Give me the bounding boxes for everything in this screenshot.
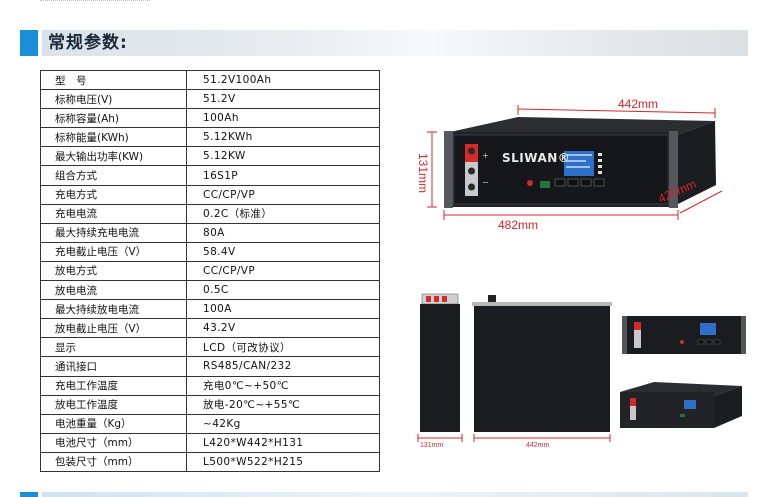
back-view-drawing <box>472 295 612 442</box>
spec-label: 标称电压(V) <box>40 89 187 110</box>
spec-label: 组合方式 <box>40 165 187 186</box>
spec-value: CC/CP/VP <box>186 184 380 205</box>
spec-value: 16S1P <box>186 165 380 186</box>
spec-value: 100Ah <box>186 108 380 129</box>
dim-back: 442mm <box>526 442 550 449</box>
spec-row: 电池尺寸（mm）L420*W442*H131 <box>40 432 380 453</box>
spec-label: 充电电流 <box>40 203 187 224</box>
spec-label: 放电方式 <box>40 260 187 282</box>
svg-text:+: + <box>482 151 489 160</box>
top-dotted-line <box>40 0 150 3</box>
battery-3d-view: + − SLIWAN® 442mm 131mm 482mm 420mm <box>410 95 740 235</box>
bottom-band <box>42 492 748 497</box>
spec-value: 80A <box>186 222 380 243</box>
spec-value: 51.2V <box>186 89 380 110</box>
spec-value: 51.2V100Ah <box>186 69 380 91</box>
spec-row: 包装尺寸（mm）L500*W522*H215 <box>40 451 380 472</box>
section-title: 常规参数: <box>48 33 128 53</box>
spec-value: L500*W522*H215 <box>186 451 380 472</box>
spec-value: 0.2C（标准） <box>186 203 380 224</box>
spec-label: 显示 <box>40 337 187 358</box>
spec-label: 标称能量(KWh) <box>40 127 187 148</box>
spec-label: 最大持续充电电流 <box>40 222 187 243</box>
spec-value: 58.4V <box>186 241 380 262</box>
side-view-drawing <box>417 293 463 442</box>
spec-value: LCD（可改协议） <box>186 337 380 358</box>
dim-width-top: 442mm <box>618 97 659 111</box>
3d-small-drawing <box>620 382 742 428</box>
spec-value: 5.12KWh <box>186 127 380 148</box>
spec-row: 充电截止电压（V）58.4V <box>40 241 380 262</box>
spec-label: 充电截止电压（V） <box>40 241 187 262</box>
spec-value: L420*W442*H131 <box>186 432 380 453</box>
dim-width-front: 482mm <box>498 218 539 232</box>
section-header: 常规参数: <box>20 30 748 56</box>
svg-text:−: − <box>482 178 489 187</box>
spec-row: 最大输出功率(KW)5.12KW <box>40 146 380 167</box>
spec-value: 0.5C <box>186 280 380 301</box>
spec-row: 标称电压(V)51.2V <box>40 89 380 110</box>
spec-row: 电池重量（Kg）~42Kg <box>40 413 380 434</box>
dim-height: 131mm <box>416 153 430 194</box>
spec-label: 包装尺寸（mm） <box>40 451 187 472</box>
section-marker <box>20 30 38 56</box>
spec-value: 放电-20℃~+55℃ <box>186 394 380 415</box>
spec-label: 放电电流 <box>40 280 187 301</box>
spec-label: 电池尺寸（mm） <box>40 432 187 453</box>
brand-logo: SLIWAN® <box>502 151 571 165</box>
spec-value: 100A <box>186 299 380 320</box>
spec-label: 最大输出功率(KW) <box>40 146 187 167</box>
spec-value: 充电0℃~+50℃ <box>186 375 380 396</box>
spec-row: 放电截止电压（V）43.2V <box>40 318 380 339</box>
spec-row: 放电工作温度放电-20℃~+55℃ <box>40 394 380 415</box>
spec-value: ~42Kg <box>186 413 380 434</box>
battery-3d-drawing: + − <box>427 105 723 220</box>
spec-value: 43.2V <box>186 318 380 339</box>
spec-row: 标称能量(KWh)5.12KWh <box>40 127 380 148</box>
spec-label: 电池重量（Kg） <box>40 413 187 434</box>
battery-3d-small <box>614 378 746 434</box>
battery-side-view: 131mm <box>416 292 466 452</box>
spec-row: 标称容量(Ah)100Ah <box>40 108 380 129</box>
spec-value: CC/CP/VP <box>186 260 380 282</box>
battery-front-small <box>622 316 746 354</box>
spec-row: 充电工作温度充电0℃~+50℃ <box>40 375 380 396</box>
spec-label: 充电方式 <box>40 184 187 205</box>
dim-side: 131mm <box>420 442 444 449</box>
bottom-marker <box>20 492 38 497</box>
spec-label: 放电截止电压（V） <box>40 318 187 339</box>
spec-label: 标称容量(Ah) <box>40 108 187 129</box>
spec-value: 5.12KW <box>186 146 380 167</box>
spec-label: 型 号 <box>40 69 187 91</box>
spec-label: 放电工作温度 <box>40 394 187 415</box>
spec-label: 最大持续放电电流 <box>40 299 187 320</box>
section-band <box>42 30 748 56</box>
spec-label: 通讯接口 <box>40 356 187 377</box>
spec-label: 充电工作温度 <box>40 375 187 396</box>
battery-back-view: 442mm <box>470 292 615 452</box>
spec-value: RS485/CAN/232 <box>186 356 380 377</box>
front-small-drawing <box>622 316 746 354</box>
